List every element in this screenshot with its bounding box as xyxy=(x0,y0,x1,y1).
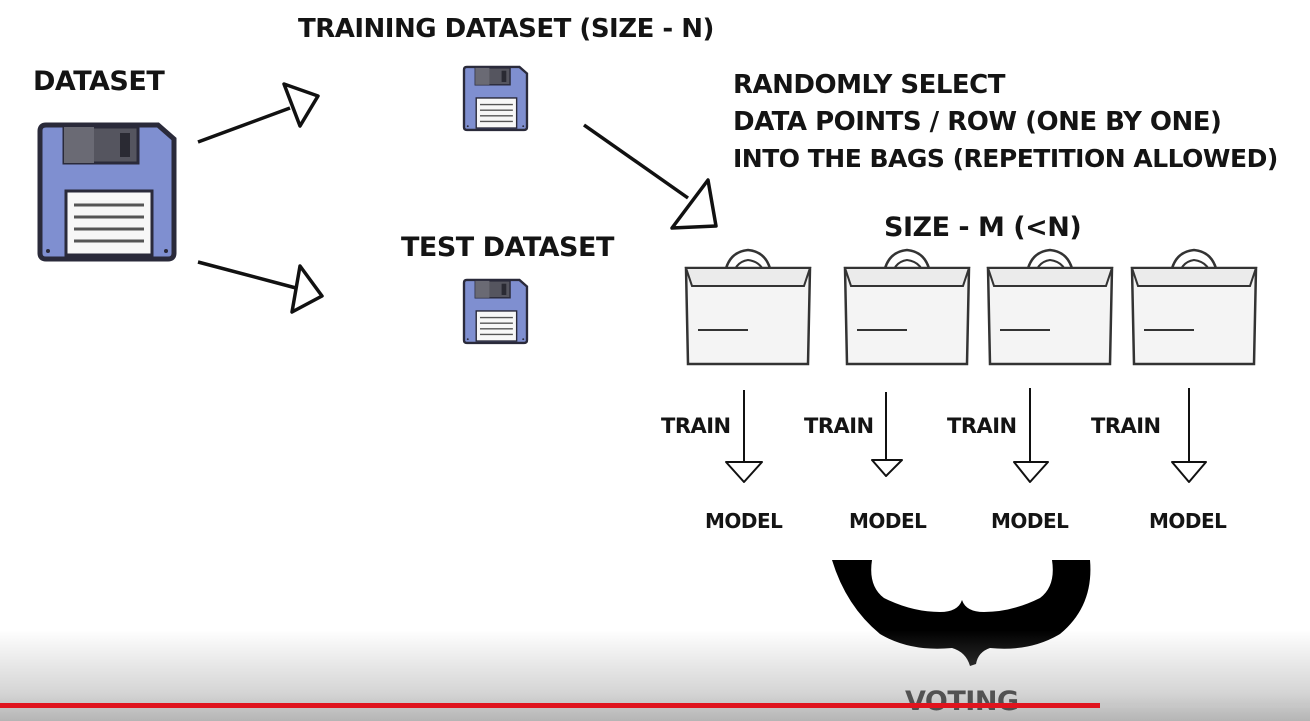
train-arrow xyxy=(1171,388,1207,483)
video-progress-bar[interactable] xyxy=(0,703,1310,708)
video-progress-fill xyxy=(0,703,1101,708)
train-label: TRAIN xyxy=(1091,414,1161,438)
note-line-1: RANDOMLY SELECT xyxy=(733,70,1006,100)
dataset-label: DATASET xyxy=(33,66,165,97)
train-label: TRAIN xyxy=(947,414,1017,438)
train-arrow xyxy=(871,392,903,477)
bag-icon xyxy=(1130,248,1258,366)
arrow-to-bags xyxy=(582,123,718,230)
bag-icon xyxy=(986,248,1114,366)
note-line-2: DATA POINTS / ROW (ONE BY ONE) xyxy=(733,107,1222,137)
dataset-floppy-icon xyxy=(40,125,174,259)
train-arrow xyxy=(1013,388,1049,483)
model-label: MODEL xyxy=(1149,509,1227,533)
bag-icon xyxy=(843,248,971,366)
bag-size-label: SIZE - M (<N) xyxy=(884,212,1082,243)
note-line-3: INTO THE BAGS (REPETITION ALLOWED) xyxy=(733,144,1278,173)
train-label: TRAIN xyxy=(661,414,731,438)
training-dataset-label: TRAINING DATASET (SIZE - N) xyxy=(298,14,714,44)
test-floppy-icon xyxy=(462,278,529,345)
arrow-to-test xyxy=(197,260,324,314)
arrow-to-training xyxy=(197,82,320,144)
bag-icon xyxy=(684,248,812,366)
test-dataset-label: TEST DATASET xyxy=(401,232,614,263)
voting-label: VOTING xyxy=(905,686,1019,717)
model-label: MODEL xyxy=(705,509,783,533)
voting-brace-icon xyxy=(832,560,1091,666)
train-arrow xyxy=(725,390,763,483)
model-label: MODEL xyxy=(849,509,927,533)
train-label: TRAIN xyxy=(804,414,874,438)
training-floppy-icon xyxy=(462,65,529,132)
model-label: MODEL xyxy=(991,509,1069,533)
